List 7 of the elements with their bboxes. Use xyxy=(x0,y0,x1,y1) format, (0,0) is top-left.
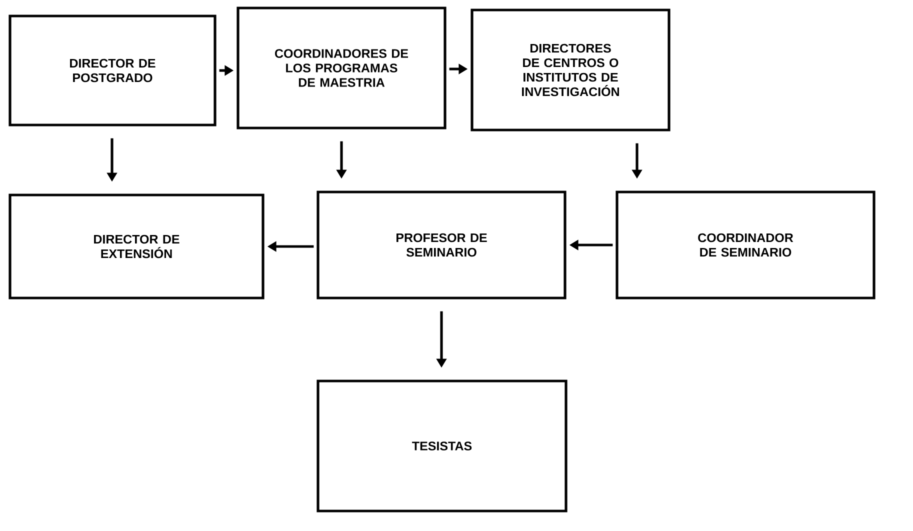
process-box: TESISTAS xyxy=(316,380,568,512)
process-box: DIRECTOR DE POSTGRADO xyxy=(8,14,216,126)
process-box: PROFESOR DE SEMINARIO xyxy=(316,190,566,300)
process-box: DIRECTORES DE CENTROS O INSTITUTOS DE INVESTIGACIÓN xyxy=(470,8,670,132)
process-box: DIRECTOR DE EXTENSIÓN xyxy=(8,194,264,300)
process-box: COORDINADOR DE SEMINARIO xyxy=(616,190,876,300)
process-box: COORDINADORES DE LOS PROGRAMAS DE MAESTRIA xyxy=(236,6,446,130)
